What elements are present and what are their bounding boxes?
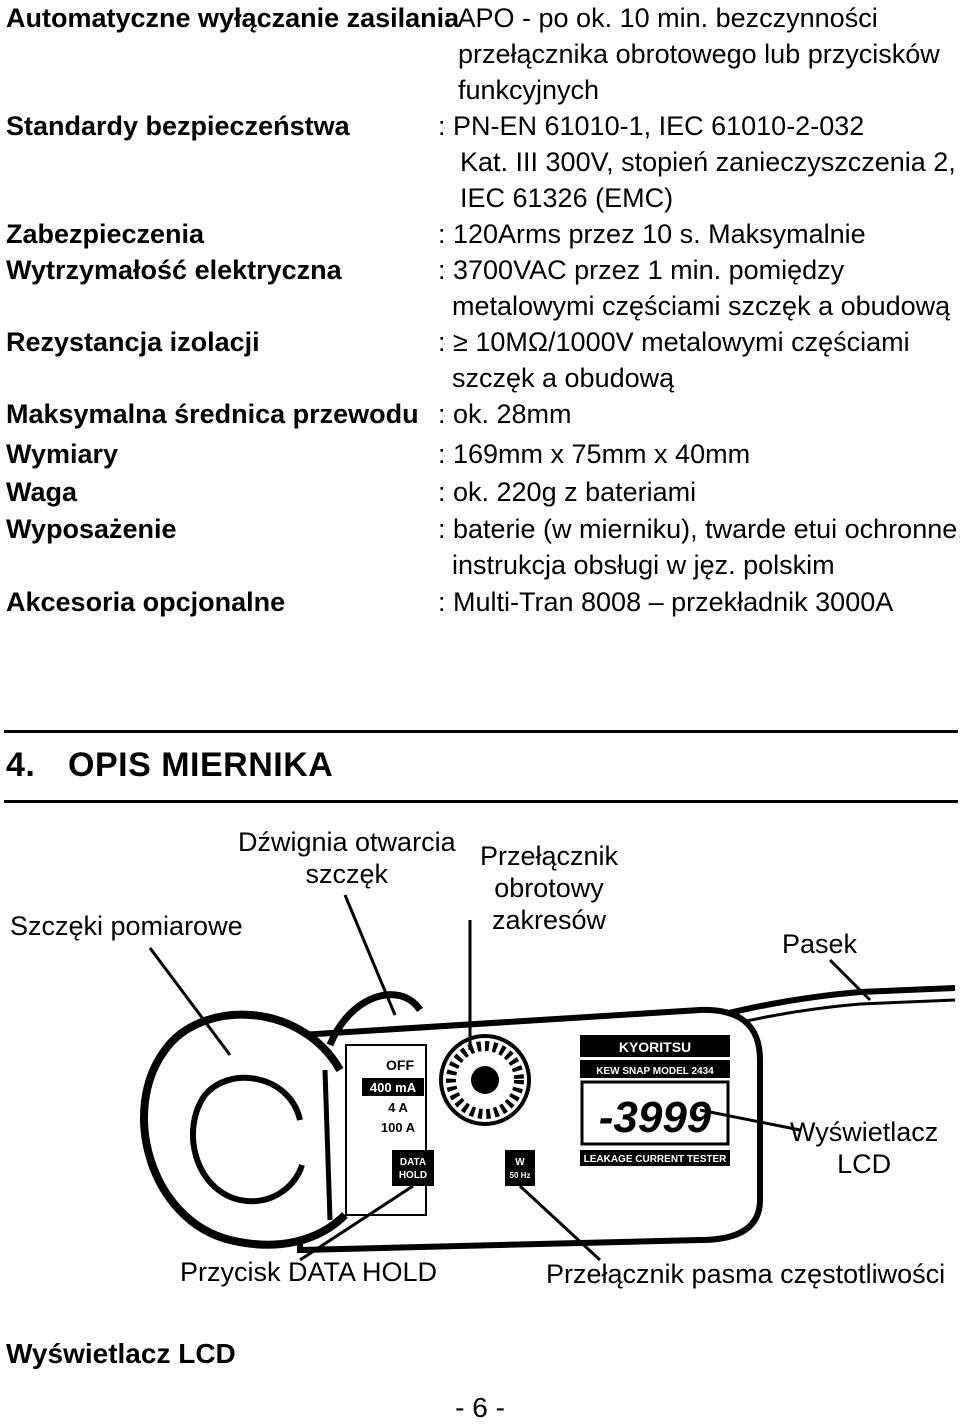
rotary-dial-center [471,1066,499,1094]
range-off: OFF [386,1057,414,1073]
model-bar [580,1060,730,1078]
lcd-screen [580,1080,730,1146]
spec-value: : ok. 220g z bateriami [438,474,696,510]
brand-text: KYORITSU [619,1039,691,1055]
section-divider [4,730,958,733]
subsection-title: Wyświetlacz LCD [6,1338,236,1369]
spec-value-line: : 169mm x 75mm x 40mm [438,439,751,469]
spec-label: Waga [6,477,78,507]
panel-label-text: LEAKAGE CURRENT TESTER [584,1154,728,1165]
annotation-strap: Pasek [782,929,858,959]
annotation-lever: Dźwignia otwarcia szczęk [238,826,456,890]
panel-label-bar [580,1150,730,1166]
spec-value-line: : 120Arms przez 10 s. Maksymalnie [438,219,866,249]
range-100a: 100 A [381,1120,416,1135]
spec-value: : APO - po ok. 10 min. bezczynności prze… [444,0,940,108]
jaw-inner [189,1074,305,1205]
spec-value-line: metalowymi częściami szczęk a obudową [452,291,951,321]
spec-value: : baterie (w mierniku), twarde etui ochr… [438,511,960,583]
spec-value: : 120Arms przez 10 s. Maksymalnie [438,216,866,252]
annotation-lcd-line: Wyświetlacz [790,1117,939,1147]
spec-value: : 3700VAC przez 1 min. pomiędzy metalowy… [438,252,950,324]
annotation-data-hold: Przycisk DATA HOLD [180,1257,438,1287]
spec-value: : 169mm x 75mm x 40mm [438,436,750,472]
annotation-rotary-line: obrotowy [494,873,604,903]
model-text: KEW SNAP MODEL 2434 [596,1066,714,1077]
spec-label: Maksymalna średnica przewodu [6,399,419,429]
spec-label: Wymiary [6,439,119,469]
section-number: 4. [6,746,36,784]
section-title: OPIS MIERNIKA [68,746,334,784]
spec-label: Rezystancja izolacji [6,327,260,357]
annotation-rotary-line: Przełącznik [480,841,619,871]
spec-value-line: funkcyjnych [458,75,600,105]
spec-value-line: instrukcja obsługi w jęz. polskim [452,550,835,580]
meter-illustration: OFF 400 mA 4 A 100 A DATA HOLD W 50 Hz K… [140,894,956,1262]
spec-value-line: szczęk a obudową [452,363,675,393]
spec-value-line: : Multi-Tran 8008 – przekładnik 3000A [438,587,894,617]
btn-freq-line-2: 50 Hz [510,1171,531,1180]
annotation-lever-line: szczęk [305,859,389,889]
section-heading: 4. OPIS MIERNIKA [6,746,333,785]
leader-freq [518,1184,602,1262]
spec-value-line: : 3700VAC przez 1 min. pomiędzy [438,255,845,285]
spec-value-line: Kat. III 300V, stopień zanieczyszczenia … [460,147,956,177]
spec-label: Automatyczne wyłączanie zasilania [6,3,460,33]
annotation-lcd: Wyświetlacz LCD [790,1116,938,1180]
annotation-jaws: Szczęki pomiarowe [10,911,243,941]
range-400ma-bg [362,1078,424,1096]
spec-label: Wyposażenie [6,514,177,544]
leader-data-hold [299,1184,414,1262]
spec-value-line: IEC 61326 (EMC) [460,183,674,213]
annotation-freq: Przełącznik pasma częstotliwości [546,1259,946,1289]
spec-value: : ok. 28mm [438,396,572,432]
annotation-lcd-line: LCD [837,1149,892,1179]
spec-value: : ≥ 10MΩ/1000V metalowymi częściami szcz… [438,324,910,396]
spec-label: Wytrzymałość elektryczna [6,255,342,285]
spec-value-line: : APO - po ok. 10 min. bezczynności [444,3,878,33]
leader-lcd [699,1108,801,1132]
lcd-reading: -3999 [599,1093,712,1142]
btn-hold-line-1: DATA [400,1157,426,1168]
spec-value: : PN-EN 61010-1, IEC 61010-2-032 Kat. II… [438,108,956,216]
leader-lever [343,894,397,1016]
spec-value-line: : PN-EN 61010-1, IEC 61010-2-032 [438,111,865,141]
leader-strap [828,958,872,1002]
annotation-rotary: Przełącznik obrotowy zakresów [480,840,618,936]
lever-shape [326,991,423,1047]
meter-figure: OFF 400 mA 4 A 100 A DATA HOLD W 50 Hz K… [0,820,960,1300]
spec-label: Standardy bezpieczeństwa [6,111,350,141]
spec-value-line: : ok. 220g z bateriami [438,477,697,507]
data-hold-button-shape [392,1150,434,1186]
page-number: - 6 - [455,1392,505,1423]
jaw-hinge [322,1069,333,1221]
section-divider-bottom [4,800,958,803]
leader-jaws [148,947,232,1056]
spec-label: Zabezpieczenia [6,219,205,249]
btn-hold-line-2: HOLD [399,1170,427,1181]
range-4a: 4 A [388,1100,408,1115]
spec-value-line: : ≥ 10MΩ/1000V metalowymi częściami [438,327,910,357]
brand-bar [580,1035,730,1057]
freq-button-shape [505,1150,535,1186]
btn-freq-line-1: W [515,1157,525,1168]
annotation-lever-line: Dźwignia otwarcia [238,827,456,857]
annotation-rotary-line: zakresów [492,905,607,935]
spec-label: Akcesoria opcjonalne [6,587,286,617]
spec-value-line: : ok. 28mm [438,399,572,429]
spec-value: : Multi-Tran 8008 – przekładnik 3000A [438,584,893,620]
spec-value-line: : baterie (w mierniku), twarde etui ochr… [438,514,960,544]
range-400ma: 400 mA [370,1080,417,1095]
spec-value-line: przełącznika obrotowego lub przycisków [458,39,940,69]
